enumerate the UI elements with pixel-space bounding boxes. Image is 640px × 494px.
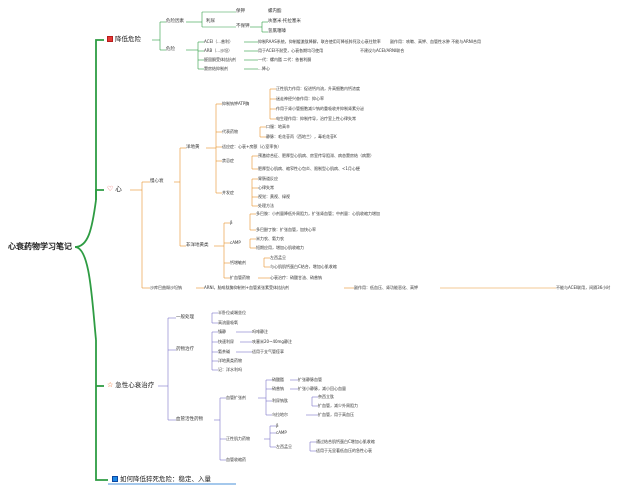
node[interactable]: 血管收缩药 xyxy=(226,457,246,462)
red-square-icon xyxy=(107,36,113,43)
node[interactable]: cAMP xyxy=(230,240,241,245)
node[interactable]: 静脉：毛花苷丙（西地兰），毒毛花苷K xyxy=(266,134,337,139)
node[interactable]: 药物治疗 xyxy=(176,347,194,352)
node[interactable]: 副作用：低血压、肾功能恶化、高钾 xyxy=(354,285,418,290)
node[interactable]: 扩张小静脉，减小回心血量 xyxy=(298,386,346,391)
root-topic[interactable]: 心衰药物学习笔记 xyxy=(8,242,72,251)
node[interactable]: 适应症：心衰+房颤（心室率快） xyxy=(222,144,282,149)
node[interactable]: 保钾 xyxy=(236,9,245,14)
node[interactable]: 快速利尿 xyxy=(218,339,234,344)
node[interactable]: 一代：螺内酯 二代：依普利酮 xyxy=(258,57,312,62)
node[interactable]: ARB（...沙坦） xyxy=(204,48,233,53)
branch-sudden-death[interactable]: 如何降低猝死危险：稳定、入量 xyxy=(112,476,211,483)
node[interactable]: 口服：地高辛 xyxy=(266,124,290,129)
node[interactable]: 视觉：黄视、绿视 xyxy=(258,194,290,199)
node[interactable]: 利尿钠肽 xyxy=(272,398,288,403)
node[interactable]: 洋地黄 xyxy=(186,145,200,150)
node[interactable]: 吗啡静注 xyxy=(252,329,268,334)
node[interactable]: 醛固酮受体拮抗剂 xyxy=(204,57,236,62)
node[interactable]: 半卧位或端坐位 xyxy=(218,310,246,315)
node[interactable]: 不建议与ACEI/ARNI联合 xyxy=(360,48,405,53)
node[interactable]: 通过结合肌钙蛋白C增加心肌收缩 xyxy=(316,439,375,444)
node[interactable]: 血管活性药物 xyxy=(176,417,203,422)
node[interactable]: 多巴胺：小剂量降低外周阻力，扩张肾血管；中剂量：心肌收缩力增加 xyxy=(256,211,380,216)
node[interactable]: 预激综合征、肥厚型心肌病、房室传导阻滞、病态窦房结（病窦） xyxy=(258,153,374,158)
node[interactable]: 心律失常 xyxy=(258,185,274,190)
node[interactable]: 抑制钠钾ATP酶 xyxy=(222,101,250,106)
node[interactable]: 呋塞米·托拉塞米 xyxy=(268,19,301,24)
node[interactable]: 硝酸酯 xyxy=(272,377,284,382)
trunk-line xyxy=(74,246,97,341)
node[interactable]: 与心肌肌钙蛋白C结合，增加心肌收缩 xyxy=(270,264,337,269)
node[interactable]: 氨茶碱 xyxy=(218,349,230,354)
node[interactable]: 副作用：咳嗽、高钾、血管性水肿 不能与ARNI合用 xyxy=(390,39,481,44)
node[interactable]: 处理方法 xyxy=(258,203,274,208)
node[interactable]: 氢氯噻嗪 xyxy=(268,29,286,34)
node[interactable]: 利尿 xyxy=(206,19,215,24)
branch-acute[interactable]: ☆急性心衰治疗 xyxy=(107,381,155,390)
trunk-line xyxy=(74,199,97,248)
node[interactable]: 呋塞米20~40mg静注 xyxy=(252,339,292,344)
trunk-line xyxy=(95,340,108,481)
star-icon: ☆ xyxy=(107,381,114,389)
node[interactable]: 并发症 xyxy=(222,190,234,195)
node[interactable]: β xyxy=(230,220,233,225)
node[interactable]: 不能与ACEI联用，间隔36小时 xyxy=(556,285,611,290)
node[interactable]: ARNI，脑啡肽酶抑制剂+血管紧张素受体拮抗剂 xyxy=(204,285,290,290)
node[interactable]: 沙库巴曲缬沙坦钠 xyxy=(150,285,182,290)
node[interactable]: 适用于无显著低血压的急性心衰 xyxy=(316,448,372,453)
node[interactable]: 适用于支气管痉挛 xyxy=(252,349,284,354)
node[interactable]: 作用于肾小管细胞减少钠的重吸收并抑制肾素分泌 xyxy=(276,106,364,111)
node[interactable]: 乌拉地尔 xyxy=(272,412,288,417)
node[interactable]: 洋地黄类药物 xyxy=(218,358,242,363)
node[interactable]: 左西孟旦 xyxy=(270,255,286,260)
heart-icon: ♡ xyxy=(107,185,114,193)
node[interactable]: 扩血管，减少外周阻力 xyxy=(318,403,358,408)
node[interactable]: 禁忌症 xyxy=(222,158,234,163)
node[interactable]: 高流量吸氧 xyxy=(218,320,238,325)
node[interactable]: 硝普钠 xyxy=(272,386,284,391)
trunk-line xyxy=(95,189,104,200)
node[interactable]: ACEI（...普利） xyxy=(204,39,233,44)
node[interactable]: 抑制RAAS系统，抑制缓激肽降解，联合使用可降低猝死及心衰住院率 xyxy=(258,39,381,44)
node[interactable]: 危险 xyxy=(166,47,175,52)
trunk-line xyxy=(95,39,104,200)
node[interactable]: 正性肌力作用：促进钙内流，升高细胞内钙浓度 xyxy=(276,86,360,91)
node[interactable]: 非洋地黄类 xyxy=(186,243,209,248)
node[interactable]: 扩血管，用于高血压 xyxy=(318,412,354,417)
branch-risk[interactable]: 降低危险 xyxy=(107,36,141,43)
node[interactable]: 电生理作用：抑制传导，治疗室上性心律失常 xyxy=(276,116,356,121)
node[interactable]: ...降心 xyxy=(258,66,270,71)
node[interactable]: 记：洋水利吗 xyxy=(218,367,242,372)
node[interactable]: 肥厚型心肌病、缩窄性心包炎、限制型心肌病、<1月心梗 xyxy=(258,166,360,171)
node[interactable]: cAMP xyxy=(276,430,287,435)
node[interactable]: 窦房结抑制剂 xyxy=(204,66,228,71)
node[interactable]: 奈西立肽 xyxy=(318,394,334,399)
node[interactable]: β xyxy=(276,423,279,428)
branch-heart[interactable]: ♡心 xyxy=(107,185,122,194)
node[interactable]: 短期应用，增加心肌收缩力 xyxy=(256,245,304,250)
node[interactable]: 慢心衰 xyxy=(150,179,164,184)
node[interactable]: 多巴酚丁胺：扩张血管，加快心率 xyxy=(256,227,316,232)
node[interactable]: 危险因素 xyxy=(166,19,184,24)
node[interactable]: 钙增敏剂 xyxy=(230,260,246,265)
node[interactable]: 血管扩张剂 xyxy=(226,395,246,400)
node[interactable]: 心衰治疗：硝酸甘油、硝普钠 xyxy=(270,275,322,280)
node[interactable]: 一般处理 xyxy=(176,315,194,320)
node[interactable]: 扩血管药物 xyxy=(230,275,250,280)
node[interactable]: 镇静 xyxy=(218,329,226,334)
node[interactable]: 胃肠道反应 xyxy=(258,176,278,181)
node[interactable]: 米力农、氨力农 xyxy=(256,236,284,241)
node[interactable]: 螺内酯 xyxy=(268,9,282,14)
node[interactable]: 迷走神经兴奋作用：抑心率 xyxy=(276,96,324,101)
node[interactable]: 扩张静脉血管 xyxy=(298,377,322,382)
node[interactable]: 正性肌力药物 xyxy=(226,436,250,441)
node[interactable]: 用于ACEI不耐受，心衰各期均可使用 xyxy=(258,48,324,53)
node[interactable]: 不保钾 xyxy=(236,24,250,29)
node[interactable]: 左西孟旦 xyxy=(276,444,292,449)
blue-square-icon xyxy=(112,476,118,483)
node[interactable]: 代表药物 xyxy=(222,129,238,134)
